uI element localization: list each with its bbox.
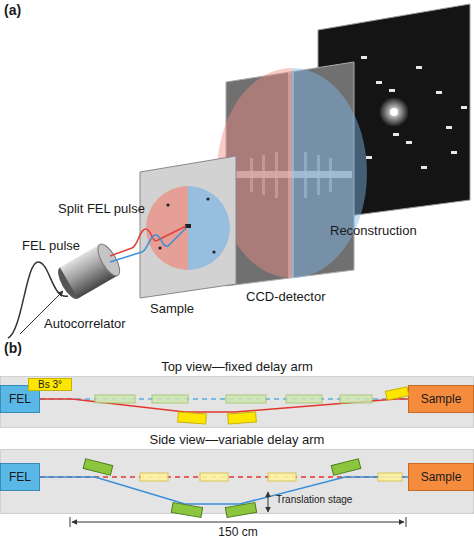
spot [406,141,412,144]
translation-arrow [268,492,269,512]
spot [446,126,452,129]
central-peak-glow [379,97,409,127]
panel-letter: (b) [4,340,22,356]
spot [421,166,427,169]
box-label: Sample [421,470,462,484]
box-label: Bs 3° [38,379,62,391]
spot [436,91,442,94]
mirror [200,473,228,481]
spot [361,56,367,59]
mirror [268,473,296,481]
spot [366,156,372,159]
spot [389,89,395,92]
spot [393,133,399,136]
dimension-arrow [72,522,404,523]
reference-beam [40,398,408,400]
sample-marks [158,197,215,253]
sample-plane [140,156,236,298]
mirror [385,387,408,400]
component-label: Autocorrelator [44,316,126,331]
sample-mark [206,197,209,200]
source-box: FEL [0,463,40,491]
beam-splitter-box: Bs 3° [28,378,72,391]
mirror [226,395,266,403]
cylinder-front [94,241,124,279]
component-label: CCD-detector [246,289,325,304]
panel-letter: (a) [4,2,21,18]
sample-box: Sample [408,385,474,413]
spot [416,66,422,69]
fel-pulse-curve [8,262,68,338]
sample-mark [158,246,161,249]
pulse-label: FEL pulse [22,238,80,253]
split-pulse-blue [110,228,186,262]
mirror [331,459,361,475]
delay-beam [40,399,408,412]
split-pulse-red [110,226,186,256]
out-of-plane-mirrors [140,473,402,481]
component-label: Sample [150,301,194,316]
sample-mark [166,203,169,206]
scattered-cone-blue [292,68,367,278]
view-band: Top view—fixed delay armFEL Bs 3° Sample [0,359,474,428]
spot [461,106,467,109]
sample-mark [212,250,215,253]
dimension-ticks [70,517,406,527]
spot [376,81,382,84]
view-heading: Top view—fixed delay arm [0,359,474,375]
mirror [225,502,256,517]
box-label: FEL [9,392,31,406]
reference-beam [40,476,408,478]
mirror [228,412,257,424]
box-label: Sample [421,392,462,406]
band-background [0,449,474,514]
box-label: FEL [9,470,31,484]
component-label: Reconstruction [330,223,417,238]
mirror [152,395,188,403]
spot [451,151,457,154]
central-peak [390,108,398,116]
mirror [340,395,372,403]
mirror [178,412,207,424]
delay-beam [40,477,408,504]
mirror [95,395,135,403]
sample-box: Sample [408,463,474,491]
mirror [83,459,113,475]
pulse-label: Split FEL pulse [58,201,145,216]
pulse-direction-arrow [20,291,63,334]
mirror [286,395,322,403]
mirror [140,473,168,481]
mirror [171,502,202,517]
view-band: Side view—variable delay armFEL Sample [0,432,474,514]
view-heading: Side view—variable delay arm [0,432,474,448]
sample-beam-blue [188,186,230,270]
autocorrelator-cylinder [54,241,124,302]
mirror [378,473,402,481]
dimension-label: 150 cm [188,525,288,539]
out-of-plane-mirrors [95,395,372,403]
